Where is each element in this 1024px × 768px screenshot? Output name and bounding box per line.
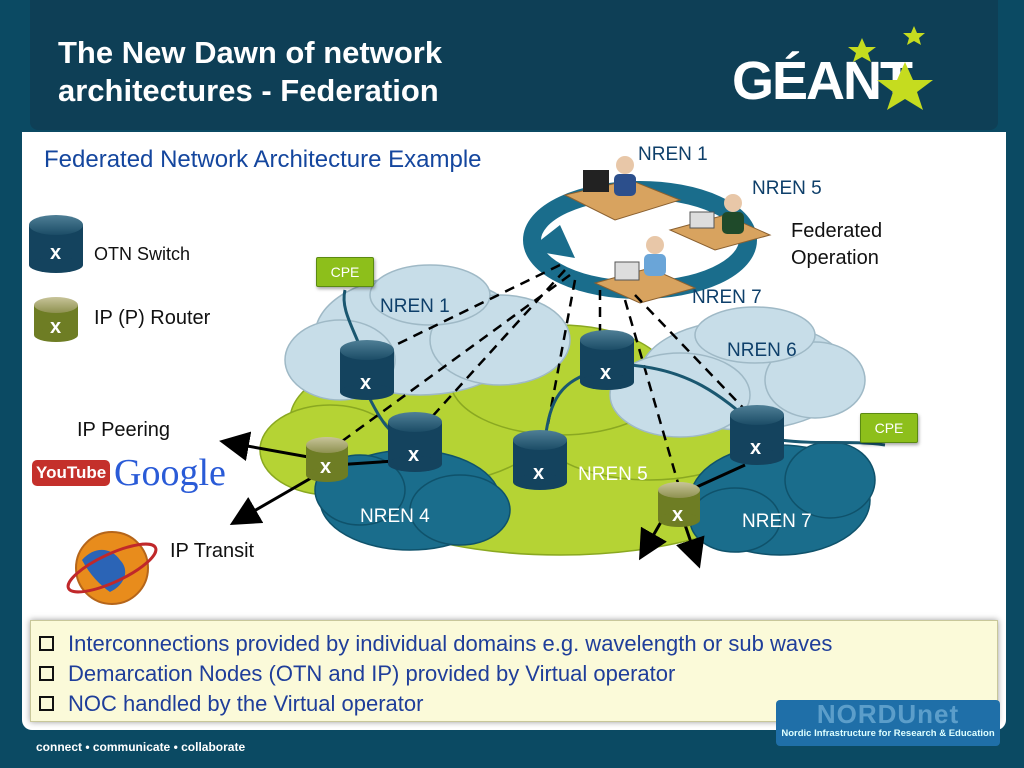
checkbox-bullet-icon: [39, 635, 54, 651]
nordunet-name: NORDUnet: [816, 699, 960, 729]
ip-router-legend-label: IP (P) Router: [94, 307, 211, 329]
geant-star-icon: [848, 26, 933, 110]
otn-switch-nren5-symbol: x: [533, 462, 545, 484]
title-line-1: The New Dawn of network: [58, 35, 443, 70]
ip-peering-label: IP Peering: [77, 419, 171, 441]
federated-line-1: Federated: [791, 220, 883, 242]
ip-router-legend-symbol: x: [50, 316, 62, 338]
globe-icon: [66, 531, 158, 605]
cpe-right: CPE: [860, 413, 918, 443]
cloud-nren6: [609, 306, 866, 438]
bullet-item: NOC handled by the Virtual operator: [39, 691, 423, 717]
bullet-item: Demarcation Nodes (OTN and IP) provided …: [39, 661, 675, 687]
otn-switch-nren4: [388, 412, 442, 472]
diagram-subtitle: Federated Network Architecture Example: [44, 146, 482, 173]
otn-switch-nren7-symbol: x: [750, 437, 762, 459]
otn-switch-nren7: [730, 405, 784, 465]
slide-title: The New Dawn of network architectures - …: [58, 34, 538, 110]
bullet-text: NOC handled by the Virtual operator: [68, 691, 424, 716]
footer-tagline: connect • communicate • collaborate: [36, 740, 246, 754]
bullet-text: Demarcation Nodes (OTN and IP) provided …: [68, 661, 676, 686]
checkbox-bullet-icon: [39, 695, 54, 711]
otn-switch-legend: [29, 215, 83, 273]
operator-label-nren1: NREN 1: [638, 144, 708, 165]
ip-router-transit: [658, 482, 700, 527]
bullet-panel: Interconnections provided by individual …: [30, 620, 998, 722]
network-label-nren5: NREN 5: [578, 464, 648, 485]
otn-switch-nren5: [513, 430, 567, 490]
bullet-text: Interconnections provided by individual …: [68, 631, 833, 656]
google-logo: Google: [114, 452, 226, 494]
nordunet-logo: NORDUnet Nordic Infrastructure for Resea…: [776, 700, 1000, 746]
title-line-2: architectures - Federation: [58, 73, 439, 108]
otn-switch-nren1-symbol: x: [360, 372, 372, 394]
ip-router-peering: [306, 437, 348, 482]
network-label-nren7: NREN 7: [742, 511, 812, 532]
otn-switch-nren1: [340, 340, 394, 400]
cloud-nren1: [284, 264, 571, 401]
operator-label-nren5: NREN 5: [752, 178, 822, 199]
otn-switch-legend-label: OTN Switch: [94, 244, 191, 264]
federated-operation-label: Federated Operation: [791, 218, 882, 272]
operator-nren5-icon: [668, 194, 772, 251]
federated-line-2: Operation: [791, 247, 879, 269]
otn-switch-legend-symbol: x: [50, 242, 62, 264]
network-label-nren4: NREN 4: [360, 506, 430, 527]
otn-switch-nren6-symbol: x: [600, 362, 612, 384]
youtube-logo-text: YouTube: [32, 460, 111, 486]
ip-router-transit-symbol: x: [672, 504, 684, 526]
otn-switch-nren4-symbol: x: [408, 444, 420, 466]
checkbox-bullet-icon: [39, 665, 54, 681]
network-label-nren6: NREN 6: [727, 340, 797, 361]
cloud-nren7: [689, 441, 876, 556]
youtube-logo: YouTube: [32, 460, 111, 490]
operator-nren7-icon: [593, 236, 697, 304]
operator-label-nren7: NREN 7: [692, 287, 762, 308]
header-bar: [30, 0, 998, 130]
otn-switch-nren6: [580, 330, 634, 390]
ip-transit-label: IP Transit: [170, 540, 255, 562]
bullet-item: Interconnections provided by individual …: [39, 631, 832, 657]
nordunet-tagline: Nordic Infrastructure for Research & Edu…: [781, 728, 995, 739]
ip-router-legend: [34, 297, 78, 342]
cpe-left: CPE: [316, 257, 374, 287]
operator-nren1-icon: [563, 156, 682, 221]
ip-router-peering-symbol: x: [320, 456, 332, 478]
network-label-nren1: NREN 1: [380, 296, 450, 317]
